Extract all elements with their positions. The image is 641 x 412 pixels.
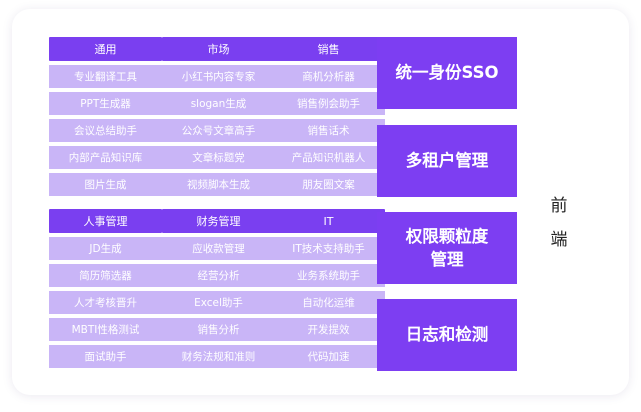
app-item[interactable]: 开发提效 bbox=[272, 318, 385, 341]
app-item[interactable]: 应收款管理 bbox=[162, 237, 275, 260]
app-item[interactable]: 内部产品知识库 bbox=[49, 146, 162, 169]
group-header: 财务管理 bbox=[162, 209, 275, 233]
block-permission-granularity: 权限颗粒度管理 bbox=[377, 212, 517, 284]
group-marketing: 市场 小红书内容专家 slogan生成 公众号文章高手 文章标题党 视频脚本生成 bbox=[162, 37, 275, 200]
block-logging-monitoring: 日志和检测 bbox=[377, 299, 517, 371]
app-item[interactable]: 图片生成 bbox=[49, 173, 162, 196]
app-item[interactable]: MBTI性格测试 bbox=[49, 318, 162, 341]
app-item[interactable]: 销售分析 bbox=[162, 318, 275, 341]
app-item[interactable]: 朋友圈文案 bbox=[272, 173, 385, 196]
app-item[interactable]: 面试助手 bbox=[49, 345, 162, 368]
group-finance: 财务管理 应收款管理 经营分析 Excel助手 销售分析 财务法规和准则 bbox=[162, 209, 275, 372]
app-item[interactable]: 专业翻译工具 bbox=[49, 65, 162, 88]
group-header: 人事管理 bbox=[49, 209, 162, 233]
frontend-label-char: 前 bbox=[550, 196, 568, 216]
frontend-label-char: 端 bbox=[550, 230, 568, 250]
block-multi-tenant: 多租户管理 bbox=[377, 125, 517, 197]
app-item[interactable]: 会议总结助手 bbox=[49, 119, 162, 142]
app-item[interactable]: 业务系统助手 bbox=[272, 264, 385, 287]
block-sso: 统一身份SSO bbox=[377, 37, 517, 109]
app-item[interactable]: 视频脚本生成 bbox=[162, 173, 275, 196]
app-item[interactable]: 小红书内容专家 bbox=[162, 65, 275, 88]
app-item[interactable]: slogan生成 bbox=[162, 92, 275, 115]
app-item[interactable]: 商机分析器 bbox=[272, 65, 385, 88]
frontend-label: 前 端 bbox=[545, 189, 573, 257]
app-item[interactable]: 销售话术 bbox=[272, 119, 385, 142]
app-item[interactable]: IT技术支持助手 bbox=[272, 237, 385, 260]
app-item[interactable]: 文章标题党 bbox=[162, 146, 275, 169]
app-item[interactable]: 销售例会助手 bbox=[272, 92, 385, 115]
group-general: 通用 专业翻译工具 PPT生成器 会议总结助手 内部产品知识库 图片生成 bbox=[49, 37, 162, 200]
app-item[interactable]: 产品知识机器人 bbox=[272, 146, 385, 169]
app-item[interactable]: Excel助手 bbox=[162, 291, 275, 314]
app-item[interactable]: 人才考核晋升 bbox=[49, 291, 162, 314]
app-item[interactable]: 代码加速 bbox=[272, 345, 385, 368]
app-item[interactable]: 公众号文章高手 bbox=[162, 119, 275, 142]
app-item[interactable]: 经营分析 bbox=[162, 264, 275, 287]
group-sales: 销售 商机分析器 销售例会助手 销售话术 产品知识机器人 朋友圈文案 bbox=[272, 37, 385, 200]
group-header: 销售 bbox=[272, 37, 385, 61]
app-item[interactable]: 财务法规和准则 bbox=[162, 345, 275, 368]
app-item[interactable]: PPT生成器 bbox=[49, 92, 162, 115]
group-it: IT IT技术支持助手 业务系统助手 自动化运维 开发提效 代码加速 bbox=[272, 209, 385, 372]
group-hr: 人事管理 JD生成 简历筛选器 人才考核晋升 MBTI性格测试 面试助手 bbox=[49, 209, 162, 372]
group-header: 市场 bbox=[162, 37, 275, 61]
group-header: IT bbox=[272, 209, 385, 233]
group-header: 通用 bbox=[49, 37, 162, 61]
app-item[interactable]: 简历筛选器 bbox=[49, 264, 162, 287]
app-item[interactable]: 自动化运维 bbox=[272, 291, 385, 314]
app-item[interactable]: JD生成 bbox=[49, 237, 162, 260]
